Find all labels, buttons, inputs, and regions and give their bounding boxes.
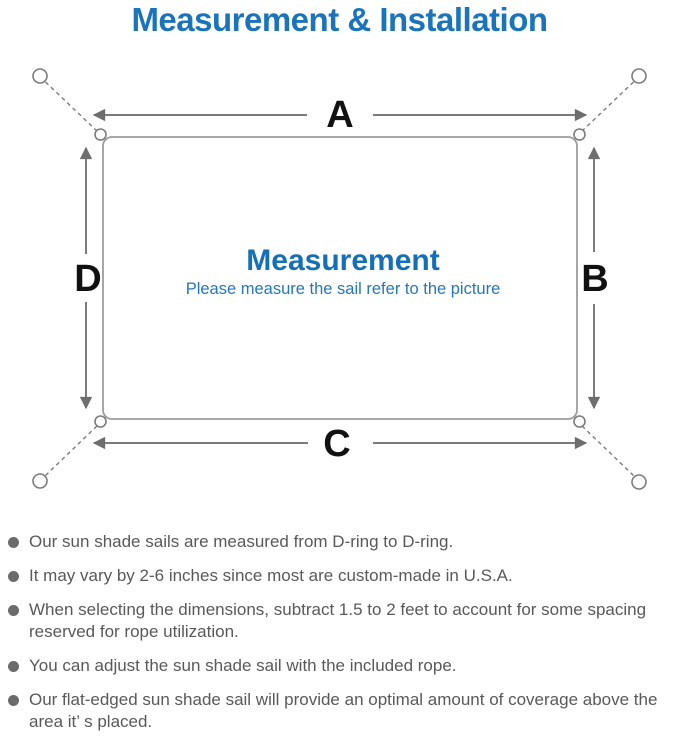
anchor-point-icon-bottom-left bbox=[32, 473, 48, 489]
bullet-icon bbox=[8, 571, 19, 582]
note-text-3: When selecting the dimensions, subtract … bbox=[29, 600, 647, 641]
note-text-1: Our sun shade sails are measured from D-… bbox=[29, 532, 454, 551]
bullet-icon bbox=[8, 695, 19, 706]
rope-dashed-line-top-right bbox=[580, 81, 634, 133]
rope-dashed-line-top-left bbox=[45, 81, 99, 133]
rope-dashed-line-bottom-right bbox=[580, 424, 634, 477]
rope-dashed-line-bottom-left bbox=[45, 424, 99, 477]
d-ring-icon-top-right bbox=[573, 128, 586, 141]
dimension-label-b: B bbox=[581, 258, 608, 300]
note-text-4: You can adjust the sun shade sail with t… bbox=[29, 656, 457, 675]
anchor-point-icon-top-right bbox=[631, 68, 647, 84]
dimension-label-c: C bbox=[323, 423, 350, 465]
note-text-2: It may vary by 2-6 inches since most are… bbox=[29, 566, 513, 585]
bullet-icon bbox=[8, 537, 19, 548]
bullet-icon bbox=[8, 661, 19, 672]
sail-outline bbox=[102, 136, 578, 420]
note-text-5: Our flat-edged sun shade sail will provi… bbox=[29, 690, 658, 731]
anchor-point-icon-bottom-right bbox=[631, 474, 647, 490]
sail-measurement-diagram: A C D B Measurement Please measure the s… bbox=[32, 68, 647, 490]
dimension-label-a: A bbox=[326, 94, 353, 136]
d-ring-icon-bottom-left bbox=[94, 415, 107, 428]
anchor-point-icon-top-left bbox=[32, 68, 48, 84]
note-item-1: Our sun shade sails are measured from D-… bbox=[8, 531, 673, 553]
note-item-4: You can adjust the sun shade sail with t… bbox=[8, 655, 673, 677]
diagram-heading: Measurement bbox=[246, 244, 439, 277]
d-ring-icon-bottom-right bbox=[573, 415, 586, 428]
dimension-label-d: D bbox=[74, 258, 101, 300]
bullet-icon bbox=[8, 605, 19, 616]
note-item-2: It may vary by 2-6 inches since most are… bbox=[8, 565, 673, 587]
d-ring-icon-top-left bbox=[94, 128, 107, 141]
diagram-subtitle: Please measure the sail refer to the pic… bbox=[186, 280, 501, 298]
notes-list: Our sun shade sails are measured from D-… bbox=[0, 518, 679, 733]
note-item-5: Our flat-edged sun shade sail will provi… bbox=[8, 689, 673, 733]
page-title: Measurement & Installation bbox=[131, 1, 548, 38]
note-item-3: When selecting the dimensions, subtract … bbox=[8, 599, 673, 643]
